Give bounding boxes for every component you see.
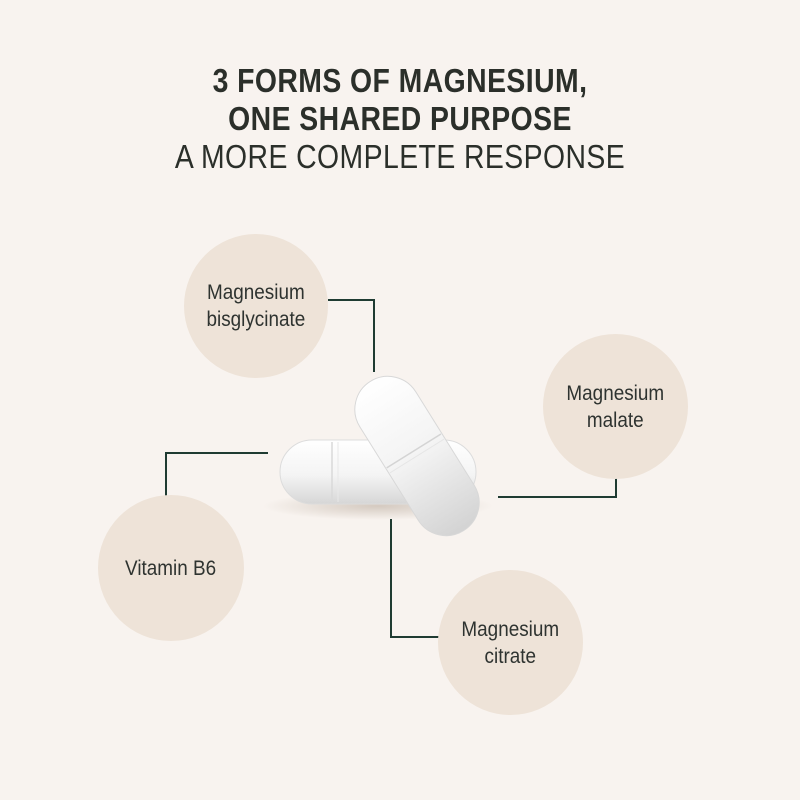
connector-lines bbox=[165, 299, 617, 638]
bubble-magnesium-malate: Magnesium malate bbox=[543, 334, 688, 479]
bubble-vitamin-b6: Vitamin B6 bbox=[98, 495, 244, 641]
connector-bisglycinate bbox=[328, 299, 375, 372]
headline: 3 FORMS OF MAGNESIUM, ONE SHARED PURPOSE… bbox=[0, 62, 800, 176]
bubble-magnesium-citrate: Magnesium citrate bbox=[438, 570, 583, 715]
connector-citrate bbox=[390, 519, 440, 638]
connector-vitamin-b6 bbox=[165, 452, 268, 496]
bubble-label: Vitamin B6 bbox=[125, 556, 217, 580]
bubble-label: Magnesium bisglycinate bbox=[206, 281, 306, 331]
bubble-label: Magnesium citrate bbox=[461, 617, 560, 668]
headline-line-1: 3 FORMS OF MAGNESIUM, bbox=[212, 62, 588, 99]
connector-malate bbox=[498, 472, 617, 498]
capsule-diagonal bbox=[354, 375, 480, 537]
headline-line-2: ONE SHARED PURPOSE bbox=[228, 100, 572, 137]
headline-line-3: A MORE COMPLETE RESPONSE bbox=[174, 138, 626, 175]
bubble-magnesium-bisglycinate: Magnesium bisglycinate bbox=[184, 234, 328, 378]
bubble-label: Magnesium malate bbox=[566, 381, 665, 432]
